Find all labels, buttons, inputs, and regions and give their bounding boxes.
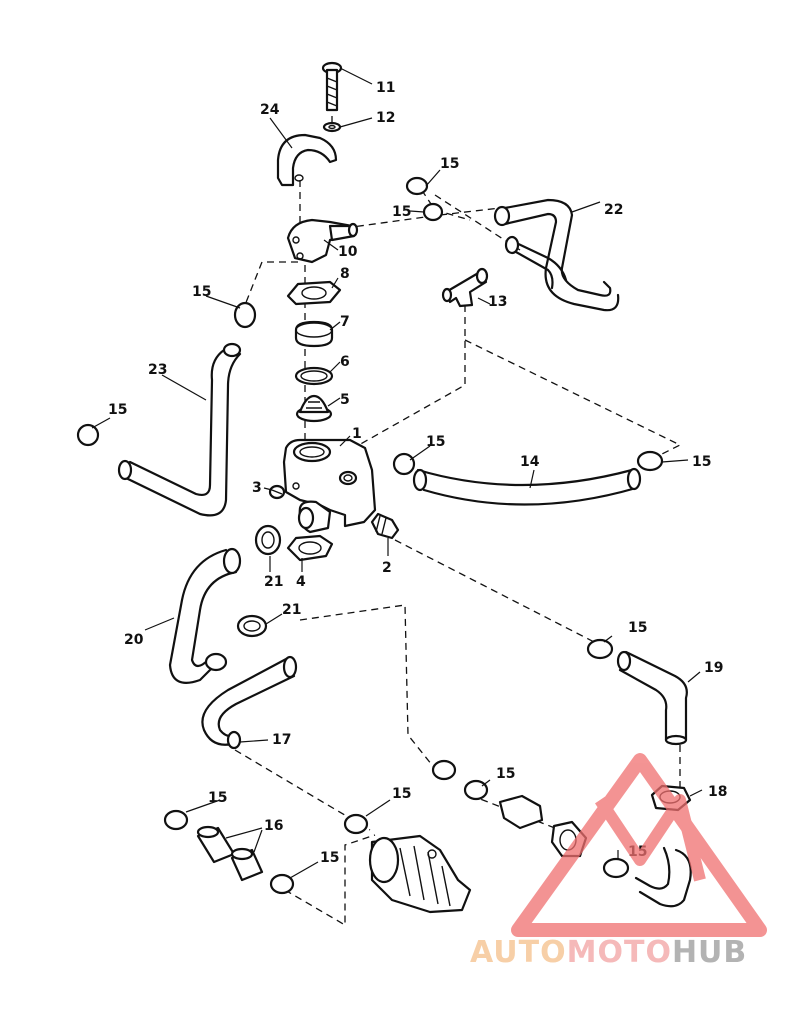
callout-15-a: 15 <box>440 156 459 172</box>
plug-3 <box>268 484 286 500</box>
callout-15-j: 15 <box>208 790 227 806</box>
callout-15-l: 15 <box>320 850 339 866</box>
hose-22 <box>493 198 620 312</box>
bolt-11 <box>321 61 343 112</box>
hose-lower-right <box>634 846 692 908</box>
leader-lines <box>91 67 703 879</box>
callout-10: 10 <box>338 244 358 260</box>
watermark-moto: MOTO <box>567 935 672 970</box>
callout-15-e: 15 <box>426 434 445 450</box>
hose-14 <box>412 467 642 506</box>
tee-fitting-13 <box>441 267 489 308</box>
watermark-auto: AUTO <box>470 935 567 970</box>
watermark-hub: HUB <box>672 935 747 970</box>
callout-8: 8 <box>340 266 350 282</box>
callout-15-d: 15 <box>108 402 127 418</box>
callout-24: 24 <box>260 102 280 118</box>
callout-19: 19 <box>704 660 723 676</box>
callout-7: 7 <box>340 314 350 330</box>
callout-13: 13 <box>488 294 507 310</box>
callout-6: 6 <box>340 354 350 370</box>
callout-1: 1 <box>352 426 362 442</box>
callout-21-a: 21 <box>264 574 283 590</box>
washer-12 <box>322 121 342 133</box>
callout-23: 23 <box>148 362 167 378</box>
hose-17 <box>201 655 298 750</box>
hose-19 <box>616 650 688 746</box>
callout-21-b: 21 <box>282 602 301 618</box>
callout-20: 20 <box>124 632 144 648</box>
gasket-8 <box>286 280 342 306</box>
thermostat-housing-10 <box>286 218 359 264</box>
water-housing-1 <box>282 438 377 534</box>
callout-labels: 11 12 24 15 15 22 10 8 13 15 7 6 23 5 15… <box>108 80 727 866</box>
hose-20 <box>168 547 242 684</box>
callout-14: 14 <box>520 454 540 470</box>
watermark-triangle-logo <box>511 753 767 937</box>
callout-11: 11 <box>376 80 395 96</box>
clamps-21 <box>236 524 282 638</box>
callout-5: 5 <box>340 392 350 408</box>
callout-3: 3 <box>252 480 262 496</box>
callout-12: 12 <box>376 110 395 126</box>
callout-15-h: 15 <box>496 766 515 782</box>
thermostat-5 <box>295 394 333 423</box>
callout-15-i: 15 <box>392 786 411 802</box>
callout-4: 4 <box>296 574 306 590</box>
callout-15-b: 15 <box>392 204 411 220</box>
callout-16: 16 <box>264 818 283 834</box>
callout-2: 2 <box>382 560 392 576</box>
oring-6 <box>294 366 334 386</box>
hose-23 <box>117 342 242 517</box>
callout-15-g: 15 <box>628 620 647 636</box>
gasket-4 <box>286 534 334 562</box>
sleeve-7 <box>294 320 334 348</box>
callout-22: 22 <box>604 202 623 218</box>
clamps-15 <box>76 176 664 895</box>
automotohub-watermark: AUTOMOTOHUB <box>470 753 767 970</box>
assembly-lines <box>234 80 682 927</box>
callout-17: 17 <box>272 732 291 748</box>
watermark-text: AUTOMOTOHUB <box>470 935 747 970</box>
callout-18: 18 <box>708 784 727 800</box>
fitting-2 <box>370 512 400 540</box>
bracket-24 <box>276 133 338 187</box>
callout-15-f: 15 <box>692 454 711 470</box>
callout-15-c: 15 <box>192 284 211 300</box>
water-pump <box>368 794 588 914</box>
hose-sections-16 <box>196 825 264 882</box>
